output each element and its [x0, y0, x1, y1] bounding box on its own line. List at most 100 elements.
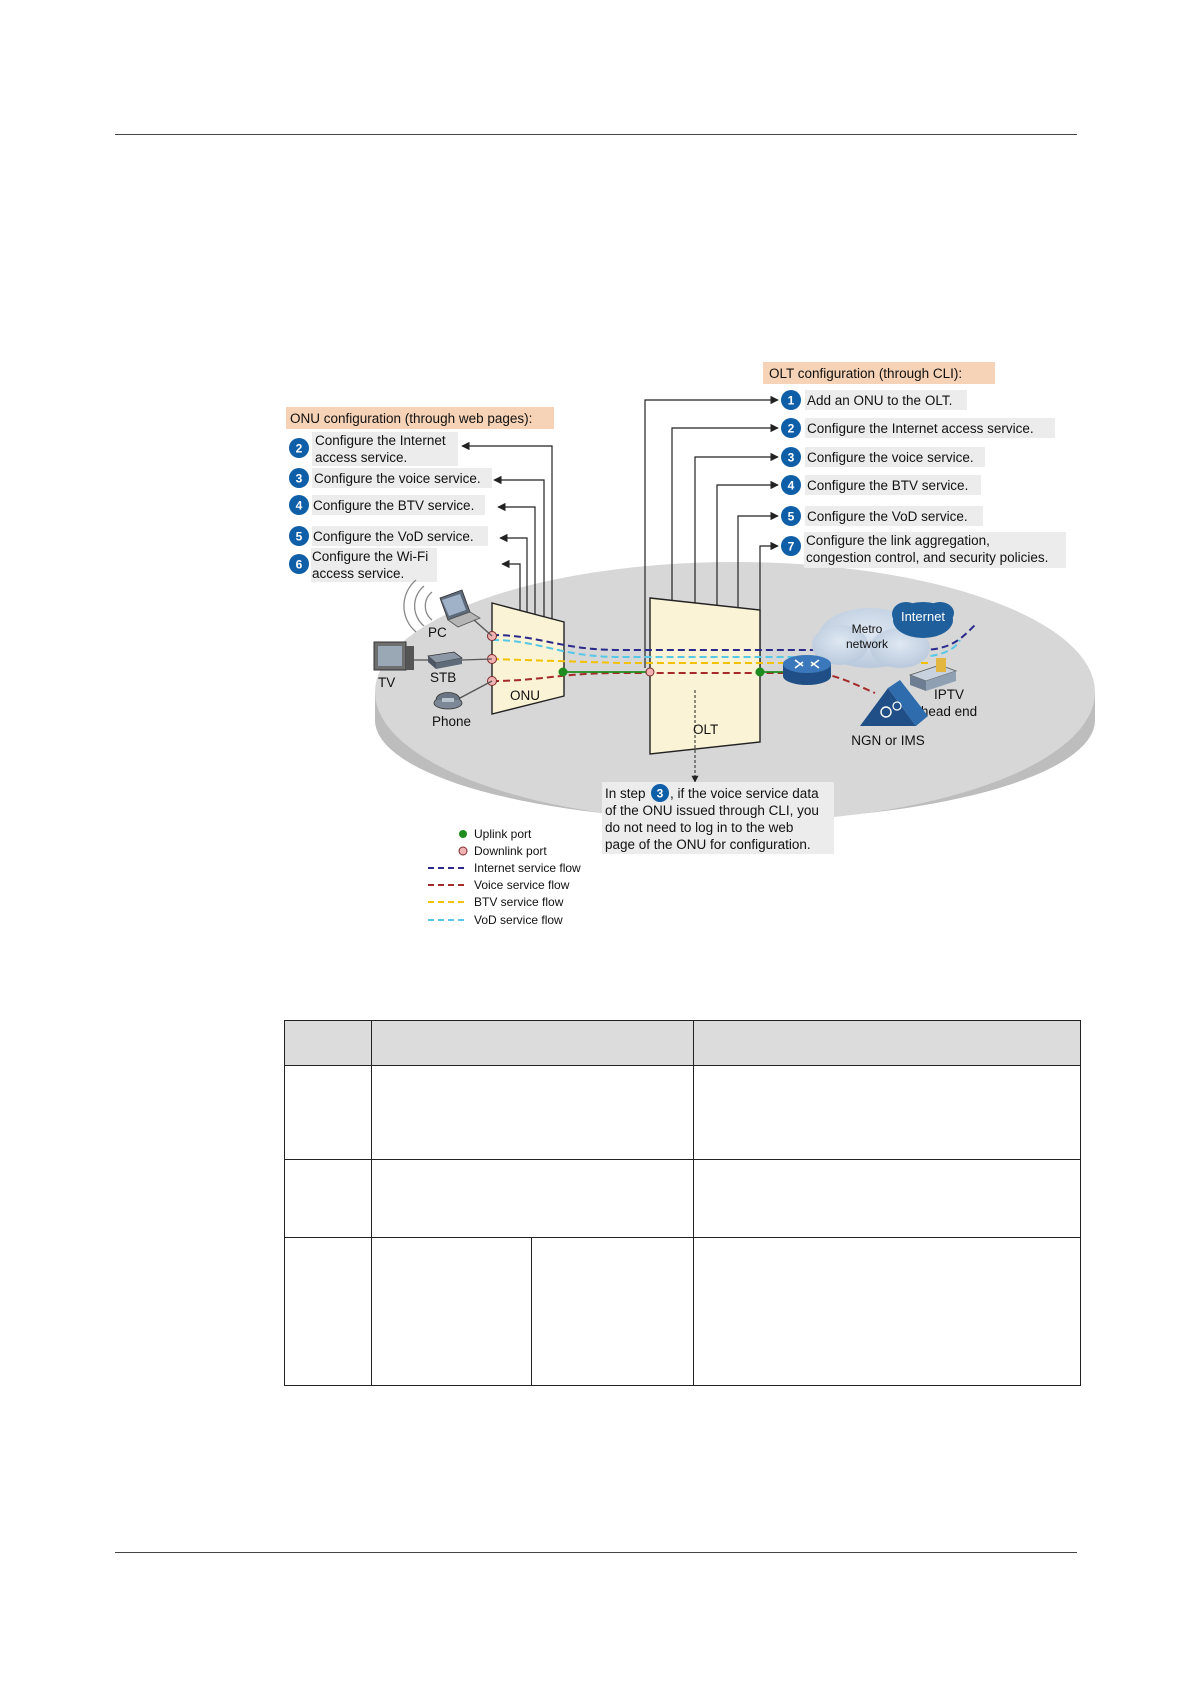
step-badge: [289, 526, 309, 546]
step-badge: [289, 468, 309, 488]
stb-device: STB: [414, 651, 493, 685]
step-number: 7: [788, 540, 795, 554]
onu-uplink-port: [558, 667, 568, 677]
step-label: Add an ONU to the OLT.: [807, 393, 952, 408]
ngn-label: NGN or IMS: [851, 733, 925, 748]
phone-label: Phone: [432, 714, 471, 729]
voice-note: In step 3 , if the voice service data of…: [602, 782, 834, 854]
configuration-table: [284, 1020, 1081, 1386]
step-label-bg: [805, 506, 983, 526]
step-label: access service.: [315, 450, 407, 465]
table-cell: [371, 1237, 532, 1386]
legend-label: Downlink port: [474, 844, 547, 858]
pc-device: PC: [403, 579, 493, 640]
table-cell: [371, 1065, 694, 1160]
phone-cable: [459, 680, 493, 699]
table-cell: [284, 1065, 372, 1160]
stb-cable: [461, 658, 493, 661]
onu-step-4: 4 Configure the BTV service.: [289, 495, 485, 515]
olt-step-5: 5 Configure the VoD service.: [781, 506, 983, 526]
onu-step-5: 5 Configure the VoD service.: [289, 526, 488, 546]
note-bg: [602, 782, 834, 854]
step-badge: [289, 438, 309, 458]
laptop-icon: [439, 589, 481, 628]
note-text: do not need to log in to the web: [605, 820, 793, 835]
table-cell: [693, 1159, 1081, 1238]
step-label-bg: [311, 548, 437, 582]
wifi-waves-icon: [403, 579, 433, 633]
phone-device: Phone: [432, 680, 493, 729]
olt-label: OLT: [693, 722, 718, 737]
onu-header-bg: [286, 407, 554, 429]
table-row: [284, 1065, 1081, 1160]
step-label: congestion control, and security policie…: [806, 550, 1048, 565]
table-cell: [284, 1159, 372, 1238]
step-number: 3: [788, 451, 795, 465]
step-label-bg: [805, 418, 1055, 438]
step-number: 4: [296, 499, 303, 513]
onu-config-header: ONU configuration (through web pages):: [286, 407, 554, 429]
step-badge: [781, 390, 801, 410]
ngn-ims: NGN or IMS: [851, 680, 928, 748]
step-label: Configure the Internet: [315, 433, 446, 448]
step-number: 5: [296, 530, 303, 544]
stb-label: STB: [430, 670, 456, 685]
step-number: 4: [788, 479, 795, 493]
phone-icon: [433, 692, 463, 710]
step-label-bg: [312, 468, 492, 488]
step-badge: [781, 506, 801, 526]
step-label-bg: [805, 475, 981, 495]
pc-cable: [473, 619, 493, 637]
table-cell: [531, 1237, 694, 1386]
olt-downlink-port: [645, 667, 655, 677]
step-number: 2: [296, 442, 303, 456]
router-icon: [783, 655, 831, 685]
voice-flow-line: [491, 672, 876, 694]
legend-label: Voice service flow: [474, 878, 570, 892]
footer-rule: [115, 1552, 1077, 1553]
internet-cloud: Internet: [892, 602, 954, 638]
metro-label: network: [846, 637, 889, 651]
olt-step-4: 4 Configure the BTV service.: [781, 475, 981, 495]
note-text: of the ONU issued through CLI, you: [605, 803, 819, 818]
olt-config-header: OLT configuration (through CLI):: [763, 362, 995, 384]
table-header-row: [284, 1020, 1081, 1066]
legend-label: Uplink port: [474, 827, 532, 841]
step-label: access service.: [312, 566, 404, 581]
step-label: Configure the voice service.: [807, 450, 974, 465]
table-header-cell: [371, 1020, 694, 1066]
legend-label: BTV service flow: [474, 895, 564, 909]
onu-step-2: 2 Configure the Internet access service.: [289, 432, 458, 466]
internet-label: Internet: [901, 609, 945, 624]
olt-uplink-port: [755, 667, 765, 677]
step-label: Configure the VoD service.: [807, 509, 968, 524]
tv-icon: [373, 641, 414, 671]
step-badge: [651, 784, 669, 802]
set-top-box-icon: [427, 651, 463, 669]
step-label: Configure the link aggregation,: [806, 533, 990, 548]
legend-downlink-dot: [458, 846, 468, 856]
note-text: page of the ONU for configuration.: [605, 837, 811, 852]
onu-header-text: ONU configuration (through web pages):: [290, 411, 532, 426]
step-badge: [289, 495, 309, 515]
step-number: 2: [788, 422, 795, 436]
step-number: 6: [296, 558, 303, 572]
table-row: [284, 1237, 1081, 1386]
step-badge: [781, 447, 801, 467]
step-number: 5: [788, 510, 795, 524]
step-label-bg: [805, 390, 967, 410]
step-label-bg: [804, 532, 1066, 568]
step-number: 3: [296, 472, 303, 486]
table-header-cell: [693, 1020, 1081, 1066]
legend: Uplink port Downlink port Internet servi…: [428, 827, 581, 927]
step-badge: [289, 554, 309, 574]
olt-header-text: OLT configuration (through CLI):: [769, 366, 962, 381]
olt-step-1: 1 Add an ONU to the OLT.: [781, 390, 967, 410]
step-label-bg: [805, 447, 985, 467]
step-label: Configure the BTV service.: [807, 478, 968, 493]
header-rule: [115, 134, 1077, 135]
pc-label: PC: [428, 625, 447, 640]
step-label: Configure the Wi-Fi: [312, 549, 428, 564]
step-label-bg: [312, 526, 488, 546]
olt-device: OLT: [649, 597, 761, 755]
